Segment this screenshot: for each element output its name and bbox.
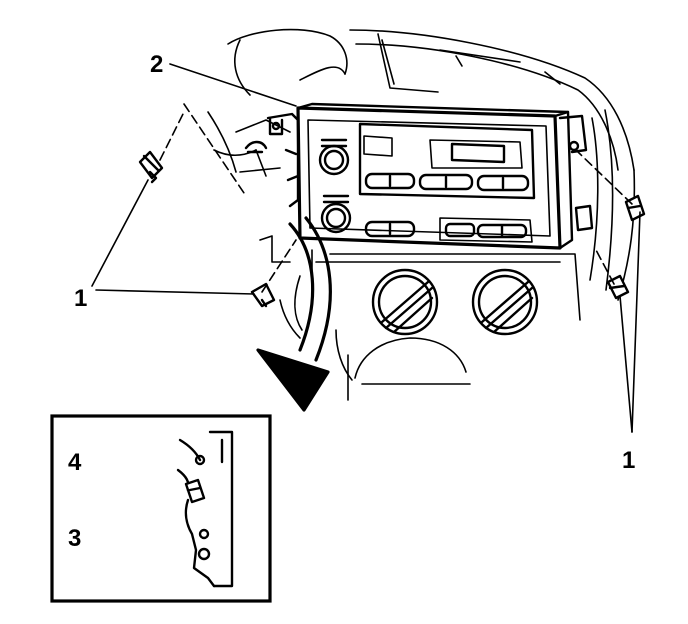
right-mounting-bracket bbox=[558, 114, 594, 232]
callout-3: 3 bbox=[68, 525, 81, 552]
callout-1-left: 1 bbox=[74, 285, 87, 312]
left-air-vent bbox=[371, 268, 439, 336]
inset-bracket-detail bbox=[176, 430, 234, 588]
inset-retainer-clip bbox=[184, 478, 206, 504]
radio-knob-lower bbox=[320, 194, 352, 234]
radio-unit bbox=[296, 102, 574, 250]
radio-knob-upper bbox=[318, 138, 350, 176]
screw-bottom-left bbox=[250, 282, 276, 308]
callout-1-right: 1 bbox=[622, 447, 635, 474]
detail-arrow bbox=[256, 216, 332, 412]
callout-2: 2 bbox=[150, 51, 163, 78]
detail-inset bbox=[50, 414, 272, 603]
screw-top-left bbox=[138, 150, 164, 184]
screw-right-upper bbox=[624, 194, 646, 222]
right-air-vent bbox=[471, 268, 539, 336]
screw-guide-lines bbox=[159, 103, 633, 293]
radio-lower-buttons bbox=[364, 217, 533, 243]
radio-preset-buttons bbox=[364, 172, 530, 192]
left-mounting-bracket bbox=[244, 112, 300, 208]
callout-4: 4 bbox=[68, 449, 82, 476]
